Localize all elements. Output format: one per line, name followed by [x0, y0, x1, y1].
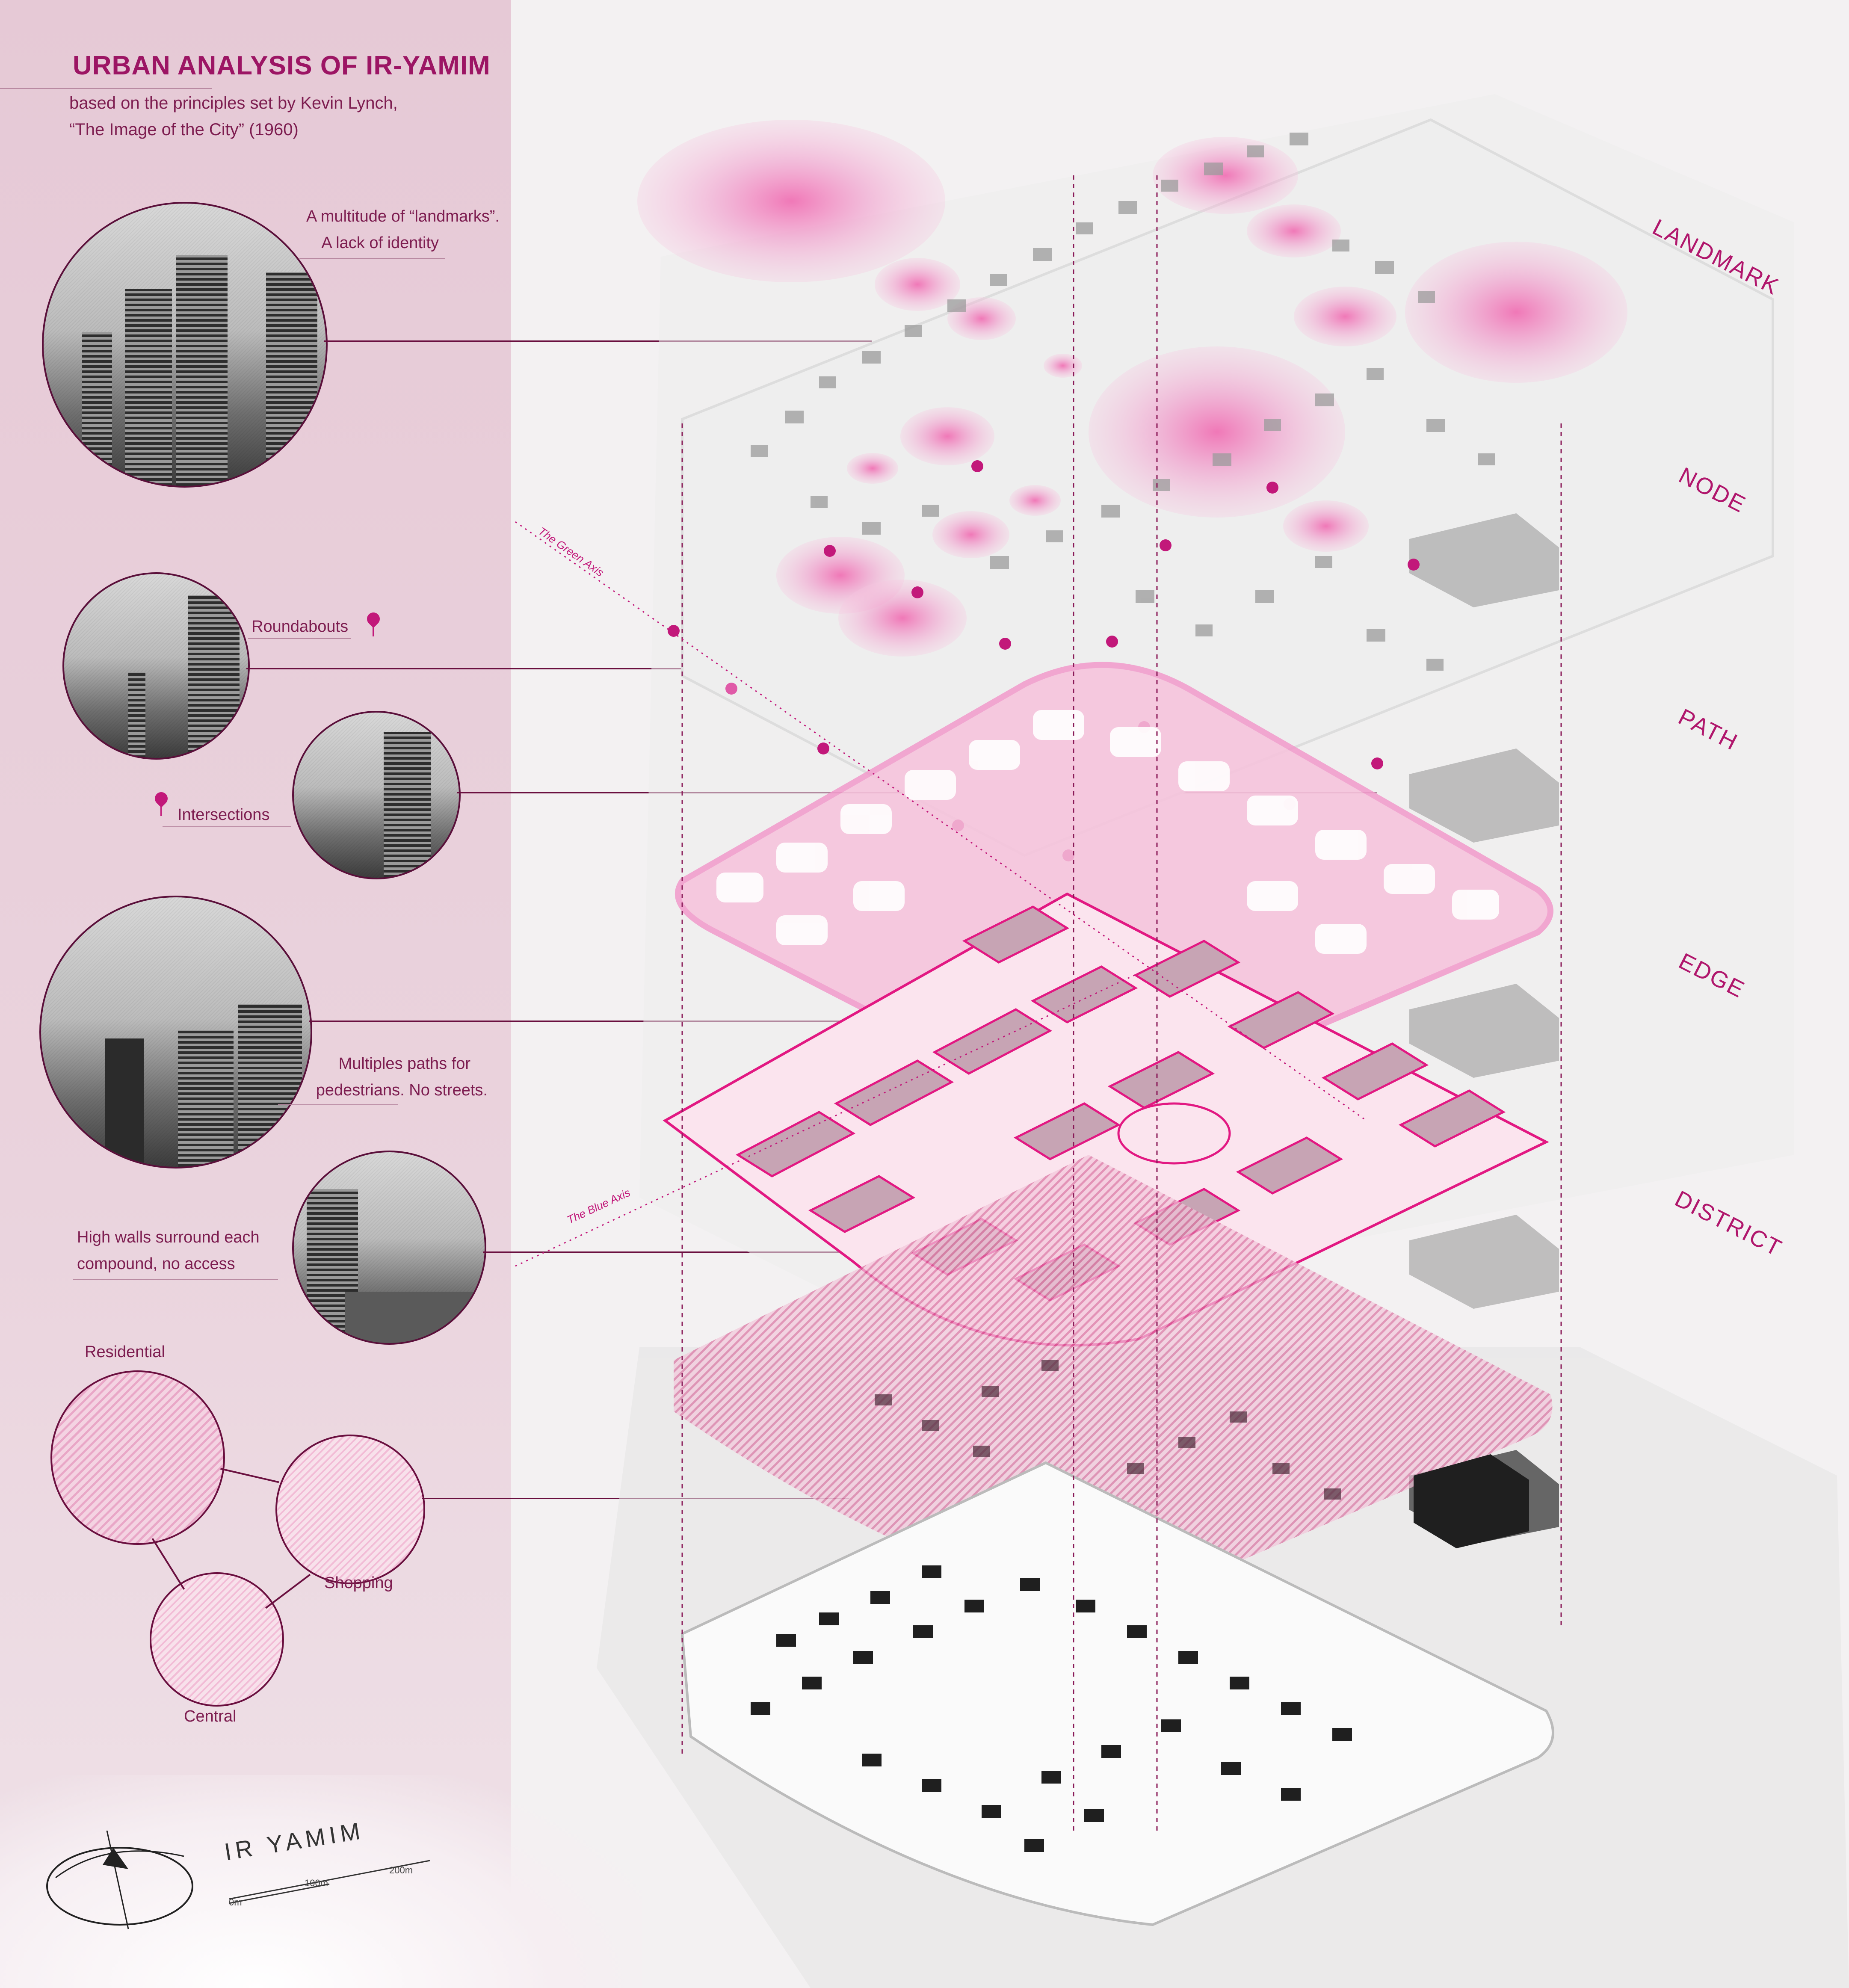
leader-walls	[483, 1251, 988, 1253]
legend-label-residential: Residential	[85, 1343, 165, 1361]
scale-label-0: 0m	[229, 1897, 242, 1908]
photo-wall	[345, 1292, 485, 1343]
caption-rule	[248, 638, 351, 639]
photo-tower	[188, 595, 240, 758]
shopping-mall	[1414, 1454, 1529, 1548]
photo-tower	[384, 732, 431, 878]
pin-stem	[373, 625, 374, 636]
photo-landmarks	[42, 202, 328, 488]
subtitle-line-2: “The Image of the City” (1960)	[69, 120, 299, 139]
leader-landmarks	[324, 340, 872, 342]
pin-stem	[160, 805, 162, 816]
caption-rule	[299, 258, 445, 259]
page-subtitle: based on the principles set by Kevin Lyn…	[69, 90, 497, 143]
legend-label-shopping: Shopping	[324, 1574, 393, 1592]
photo-paths	[39, 896, 312, 1169]
caption-intersections: Intersections	[178, 806, 270, 824]
caption-landmarks: A multitude of “landmarks”. A lack of id…	[281, 203, 503, 256]
caption-rule	[73, 1279, 278, 1280]
caption-rule	[278, 1104, 398, 1105]
photo-roundabouts	[62, 572, 250, 760]
base-buildings	[751, 1565, 1352, 1852]
leader-paths	[309, 1021, 850, 1022]
scale-bar	[229, 1860, 430, 1904]
photo-tower	[238, 1004, 302, 1167]
legend-label-central: Central	[184, 1707, 237, 1725]
caption-roundabouts: Roundabouts	[251, 618, 349, 636]
title-rule	[0, 88, 212, 89]
photo-tower	[128, 672, 145, 758]
landmark-glows	[637, 120, 1627, 657]
compass-icon	[46, 1830, 193, 1929]
legend-central-circle	[150, 1572, 284, 1707]
alignment-lines	[681, 175, 1562, 1831]
photo-tower	[266, 272, 317, 486]
photo-tower	[82, 332, 112, 486]
exploded-axonometric-diagram	[515, 94, 1849, 1988]
district-layer	[674, 1155, 1553, 1617]
base-map-layer	[680, 1461, 1554, 1926]
caption-walls: High walls surround each compound, no ac…	[77, 1224, 260, 1277]
edge-roundabout	[1117, 1102, 1231, 1165]
photo-palm	[105, 1038, 144, 1167]
caption-walls-line2: compound, no access	[77, 1255, 235, 1273]
page-title: URBAN ANALYSIS OF IR-YAMIM	[73, 51, 491, 80]
logo	[43, 1830, 205, 1935]
photo-intersections	[292, 711, 461, 879]
legend-shopping-circle	[275, 1435, 425, 1584]
caption-walls-line1: High walls surround each	[77, 1228, 260, 1246]
caption-rule	[163, 826, 291, 827]
building-footprints	[751, 133, 1495, 671]
photo-tower	[178, 1030, 234, 1167]
caption-landmarks-line2: A lack of identity	[321, 234, 439, 252]
subtitle-line-1: based on the principles set by Kevin Lyn…	[69, 94, 398, 112]
scale-label-200: 200m	[389, 1865, 413, 1876]
caption-paths-line2: pedestrians. No streets.	[316, 1081, 488, 1099]
path-blocks	[716, 710, 1499, 954]
caption-paths: Multiples paths for pedestrians. No stre…	[295, 1050, 492, 1103]
photo-walls	[292, 1151, 486, 1345]
photo-tower	[125, 289, 172, 486]
caption-paths-line1: Multiples paths for	[338, 1055, 470, 1073]
legend-residential-circle	[50, 1370, 225, 1545]
caption-landmarks-line1: A multitude of “landmarks”.	[306, 207, 500, 225]
path-layer	[675, 662, 1553, 1072]
scale-label-100: 100m	[305, 1878, 328, 1888]
photo-tower	[176, 255, 228, 486]
